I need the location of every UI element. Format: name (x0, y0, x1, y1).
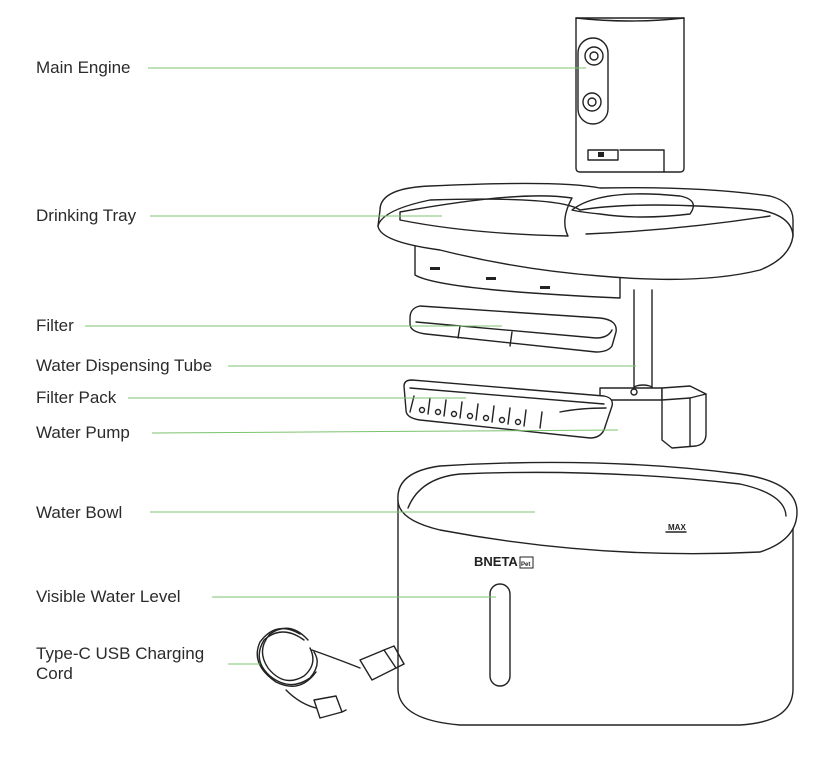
label-drinking-tray: Drinking Tray (36, 206, 137, 225)
label-main-engine: Main Engine (36, 58, 131, 77)
water-pump-drawing (599, 385, 707, 449)
brand-logo: BNETA (474, 554, 518, 569)
label-water-dispensing-tube: Water Dispensing Tube (36, 356, 213, 375)
filter-drawing (409, 305, 617, 353)
label-filter: Filter (36, 316, 74, 335)
drinking-tray-drawing (377, 182, 794, 299)
main-engine-drawing (575, 17, 685, 173)
max-level-mark: MAX (668, 523, 686, 532)
dispensing-tube-drawing (633, 289, 653, 392)
label-water-pump: Water Pump (36, 423, 130, 442)
water-bowl-drawing (397, 461, 798, 726)
brand-badge: Pet (521, 562, 530, 568)
filter-pack-drawing (403, 379, 614, 439)
usb-cord-drawing (256, 627, 405, 719)
label-usb-charging-cord: Type-C USB Charging Cord (36, 644, 205, 683)
label-visible-water-level: Visible Water Level (36, 587, 181, 606)
label-filter-pack: Filter Pack (36, 388, 117, 407)
leader-water-pump (151, 429, 619, 434)
label-water-bowl: Water Bowl (36, 503, 123, 522)
